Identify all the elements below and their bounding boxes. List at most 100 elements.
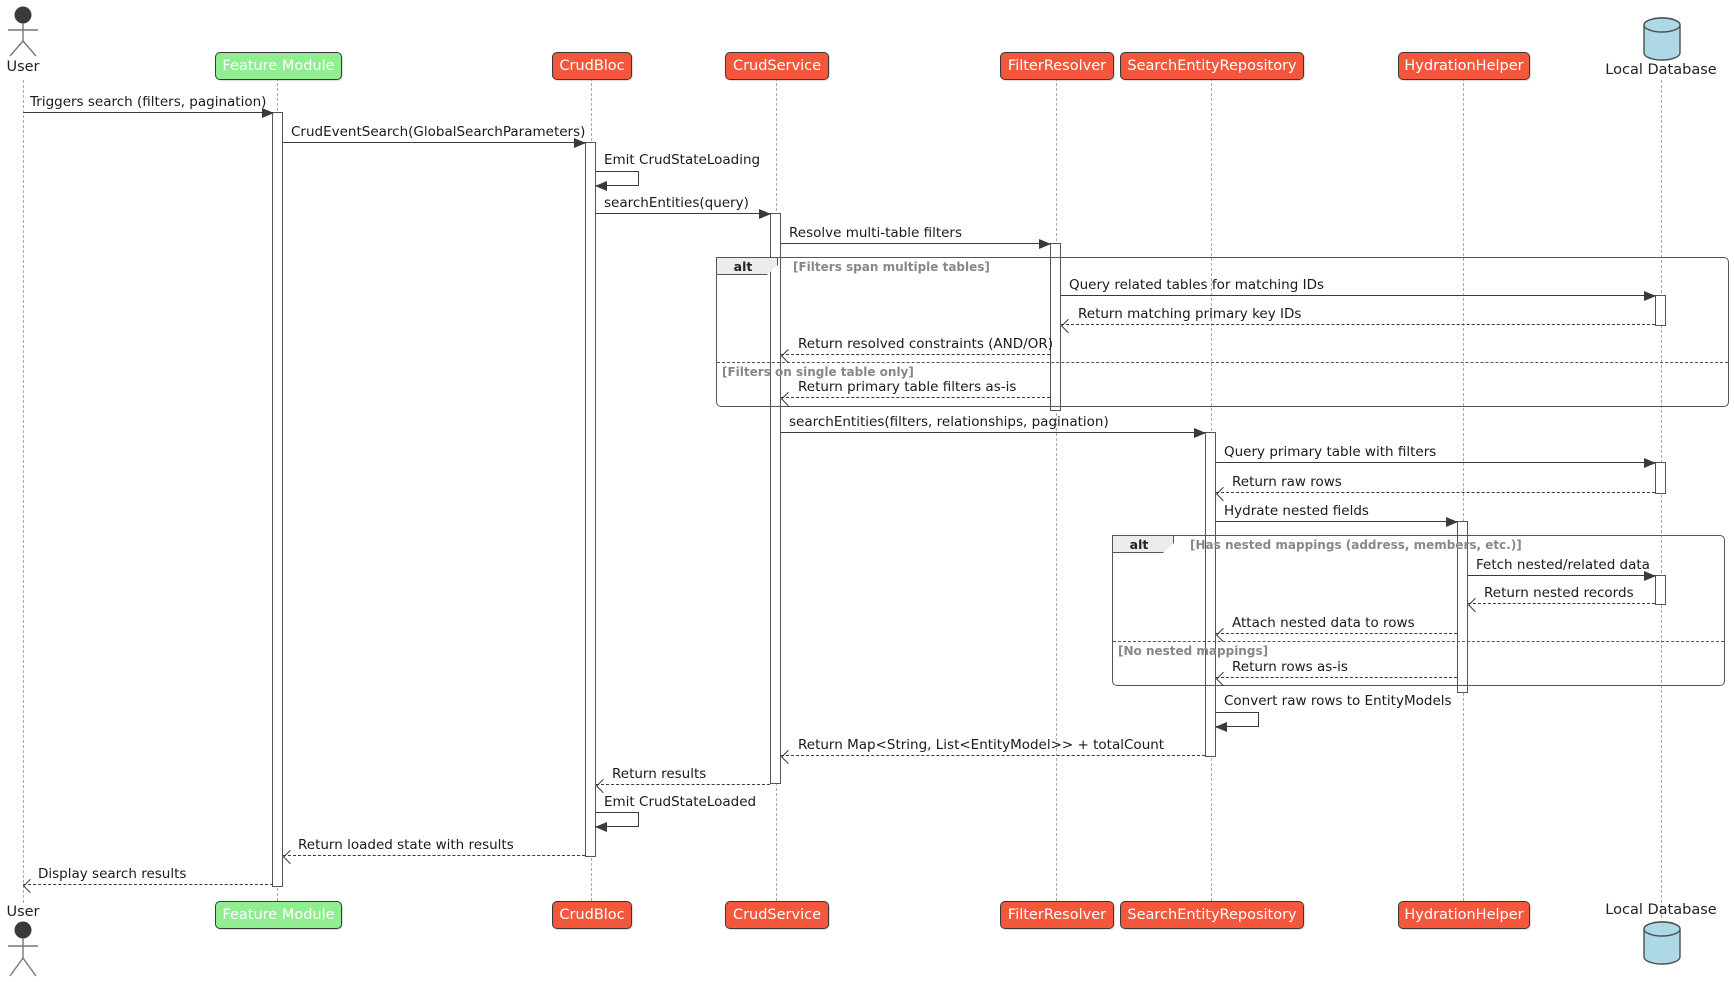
message-label: Display search results [38,866,187,882]
participant-search-entity-repository-bottom: SearchEntityRepository [1120,901,1304,929]
message-line [596,778,770,793]
message-line [283,849,585,864]
message-label: searchEntities(query) [604,195,749,211]
actor-user-bottom [1,920,47,982]
message-line [1468,597,1655,612]
alt-guard-single-table: [Filters on single table only] [722,365,914,379]
arrowhead-icon [595,821,607,832]
participant-label: CrudService [732,58,822,74]
participant-label: FilterResolver [1007,58,1107,74]
arrowhead-icon [596,778,611,793]
lifeline-user [23,80,24,903]
activation-local-database-2 [1655,462,1666,494]
participant-local-database-top-label: Local Database [1605,62,1717,78]
message-label: Hydrate nested fields [1224,503,1369,519]
message-label: Attach nested data to rows [1232,615,1415,631]
message-line [781,749,1205,764]
message-label: Resolve multi-table filters [789,225,963,241]
message-label: Return rows as-is [1232,659,1348,675]
arrowhead-icon [1446,516,1458,527]
database-icon-top [1642,16,1682,62]
message-line [1216,627,1457,642]
participant-label: Feature Module [222,58,335,74]
participant-crud-bloc-bottom: CrudBloc [552,901,632,929]
message-line [1061,318,1655,333]
participant-user-bottom-label: User [6,904,40,920]
participant-feature-module-top: Feature Module [215,52,342,80]
message-line [781,427,1206,438]
self-message-loop [1215,712,1259,732]
arrowhead-icon [574,137,586,148]
activation-crud-bloc [585,142,596,857]
arrowhead-icon [1644,457,1656,468]
message-label: Return nested records [1484,585,1634,601]
arrowhead-icon [1194,427,1206,438]
lifeline-local-database [1661,80,1662,918]
actor-user-top [1,5,47,59]
participant-local-database-bottom-label: Local Database [1605,902,1717,918]
activation-local-database-3 [1655,575,1666,605]
message-line [23,878,273,893]
participant-label: FilterResolver [1007,907,1107,923]
participant-label: HydrationHelper [1404,58,1524,74]
database-icon-bottom [1642,920,1682,966]
message-label: Query primary table with filters [1224,444,1437,460]
activation-hydration-helper [1457,521,1468,693]
message-label: CrudEventSearch(GlobalSearchParameters) [291,124,586,140]
alt-guard-no-nested-mappings: [No nested mappings] [1118,644,1269,658]
participant-label: CrudService [732,907,822,923]
participant-label: CrudBloc [559,58,625,74]
message-label: Return results [612,766,707,782]
actor-icon [8,6,38,57]
message-label: Return loaded state with results [298,837,514,853]
alt-operator-tab: alt [716,257,778,275]
message-line [283,137,586,148]
arrowhead-icon [262,107,274,118]
actor-icon [8,921,38,977]
alt-operator-label: alt [1129,536,1149,552]
alt-operator-label: alt [733,258,753,274]
activation-feature-module [272,112,283,887]
alt-divider [717,362,1728,363]
participant-filter-resolver-bottom: FilterResolver [1000,901,1114,929]
alt-frame-hydration: alt [1112,535,1725,686]
lifeline-filter-resolver [1056,78,1057,901]
participant-crud-service-top: CrudService [725,52,829,80]
message-line [1216,486,1655,501]
message-line [1468,570,1656,581]
arrowhead-icon [1644,290,1656,301]
message-line [1216,457,1656,468]
alt-guard-has-nested-mappings: [Has nested mappings (address, members, … [1190,538,1522,552]
participant-feature-module-bottom: Feature Module [215,901,342,929]
participant-label: CrudBloc [559,907,625,923]
activation-filter-resolver [1050,243,1061,411]
lifeline-hydration-helper [1463,78,1464,901]
activation-local-database-1 [1655,295,1666,326]
message-label: searchEntities(filters, relationships, p… [789,414,1109,430]
message-label: Return matching primary key IDs [1078,306,1302,322]
message-label: Triggers search (filters, pagination) [30,94,267,110]
message-line [781,238,1051,249]
message-label: Return primary table filters as-is [798,379,1017,395]
alt-operator-tab: alt [1112,535,1174,553]
participant-hydration-helper-bottom: HydrationHelper [1398,901,1530,929]
message-label: Convert raw rows to EntityModels [1224,693,1452,709]
participant-user-top-label: User [6,59,40,75]
arrowhead-icon [1216,486,1231,501]
message-label: Fetch nested/related data [1476,557,1650,573]
message-line [781,348,1050,363]
self-message-loop [595,171,639,191]
participant-label: Feature Module [222,907,335,923]
message-line [596,208,771,219]
arrowhead-icon [1039,238,1051,249]
message-label: Emit CrudStateLoaded [604,794,757,810]
message-line [781,391,1050,406]
message-label: Query related tables for matching IDs [1069,277,1325,293]
participant-hydration-helper-top: HydrationHelper [1398,52,1530,80]
participant-crud-bloc-top: CrudBloc [552,52,632,80]
arrowhead-icon [1644,570,1656,581]
alt-frame-filters: alt [716,257,1729,407]
arrowhead-icon [759,208,771,219]
arrowhead-icon [283,849,298,864]
